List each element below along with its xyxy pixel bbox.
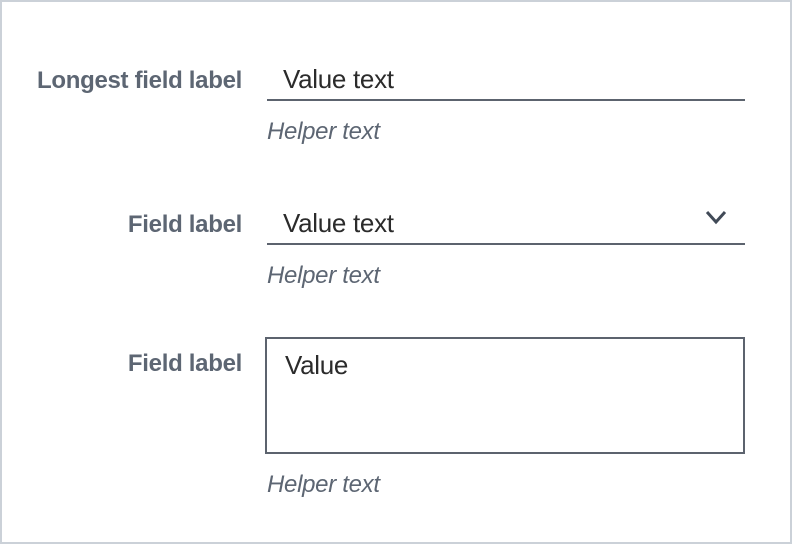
form-field-text: Longest field label Value text Helper te… bbox=[2, 60, 790, 145]
field-control: Value text Helper text bbox=[267, 60, 745, 145]
field-control: Value Helper text bbox=[265, 337, 745, 498]
form-field-textarea: Field label Value Helper text bbox=[2, 337, 790, 498]
helper-text: Helper text bbox=[267, 262, 380, 289]
chevron-down-icon[interactable] bbox=[705, 209, 727, 225]
textarea-value: Value bbox=[285, 350, 349, 380]
textarea-input[interactable]: Value bbox=[265, 337, 745, 454]
select-input[interactable]: Value text bbox=[267, 204, 745, 245]
helper-text: Helper text bbox=[267, 471, 380, 498]
text-input-value: Value text bbox=[283, 64, 394, 94]
helper-text: Helper text bbox=[267, 118, 380, 145]
select-input-value: Value text bbox=[283, 208, 394, 238]
field-label: Field label bbox=[127, 211, 242, 238]
field-control: Value text Helper text bbox=[267, 204, 745, 289]
field-label: Field label bbox=[127, 350, 242, 377]
field-label: Longest field label bbox=[37, 67, 242, 94]
form-field-select: Field label Value text Helper text bbox=[2, 204, 790, 289]
text-input[interactable]: Value text bbox=[267, 60, 745, 101]
